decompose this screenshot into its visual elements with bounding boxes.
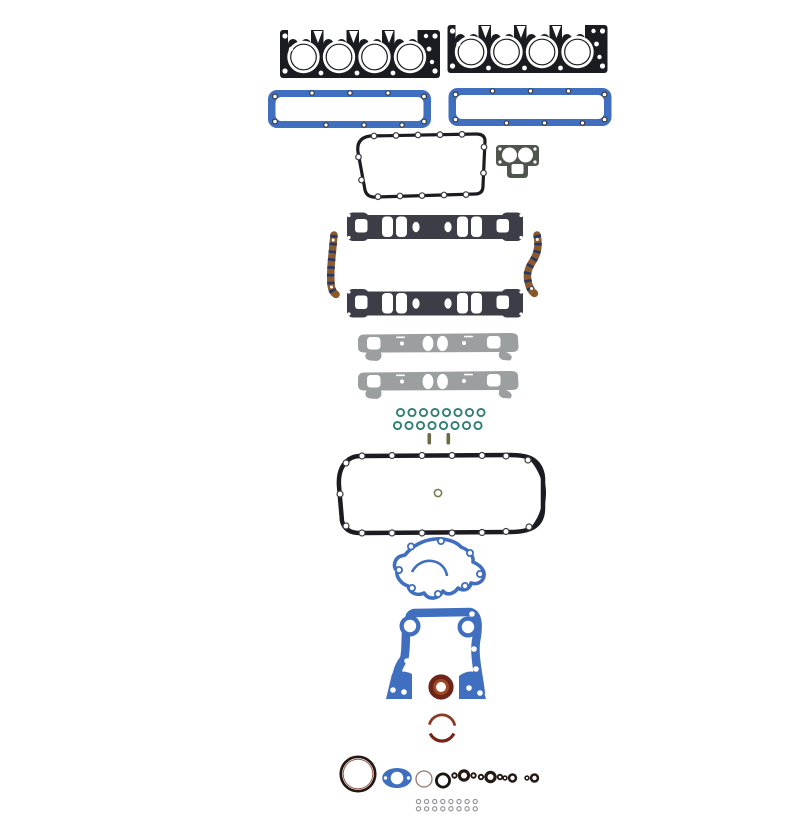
two-ear-port-gasket-a: Two-ear water port gasket A bbox=[451, 769, 477, 782]
gasket-kit-product-image: Cylinder head gasket — left bank Cylinde… bbox=[40, 16, 800, 816]
crankshaft-front-seal: Timing cover / crankshaft front seal bbox=[428, 674, 454, 700]
product-image-canvas: Cylinder head gasket — left bank Cylinde… bbox=[267, 24, 613, 812]
intake-end-seal-right: Intake manifold end seal — right (cork/r… bbox=[523, 231, 542, 298]
exhaust-manifold-gasket-lower: Exhaust manifold gasket — lower bbox=[358, 371, 519, 399]
one-ear-port-gasket-a: One-ear port gasket A bbox=[502, 773, 518, 783]
water-outlet-gasket: T-shaped water outlet / thermostat housi… bbox=[496, 145, 539, 178]
water-pump-gasket: Water pump gasket (blue) bbox=[392, 537, 486, 600]
valve-cover-gasket-right: Valve cover gasket — right (blue) bbox=[447, 87, 613, 127]
front-cover-gasket: Rectangular cover gasket with bolt holes bbox=[355, 130, 488, 201]
timing-cover-gasket: Timing cover gasket (blue) bbox=[386, 607, 486, 699]
intake-manifold-gasket-lower: Intake manifold gasket — lower bbox=[347, 289, 523, 318]
intake-manifold-gasket-upper: Intake manifold gasket — upper bbox=[347, 212, 523, 241]
rear-main-seal: Rear main seal — split ring bbox=[428, 713, 457, 743]
intake-end-seal-left: Intake manifold end seal — left (cork/ru… bbox=[327, 231, 340, 299]
thermostat-housing-gasket: Oval thermostat gasket (blue) bbox=[382, 768, 412, 788]
valve-cover-gasket-left: Valve cover gasket — left (blue) bbox=[267, 89, 432, 129]
small-o-ring: Small o-ring bbox=[434, 772, 451, 789]
oil-pan-o-ring: Small center o-ring bbox=[433, 488, 443, 498]
cylinder-head-gasket-left: Cylinder head gasket — left bank bbox=[279, 29, 441, 79]
washer-set: Small sealing washers bbox=[415, 798, 478, 812]
dowel-pin-pair: Dowel pins bbox=[427, 433, 451, 445]
two-ear-port-gasket-b: Two-ear water port gasket B bbox=[477, 770, 504, 784]
exhaust-manifold-gasket-upper: Exhaust manifold gasket — upper bbox=[358, 333, 519, 361]
cylinder-head-gasket-right: Cylinder head gasket — right bank bbox=[446, 24, 609, 74]
one-ear-port-gasket-b: One-ear port gasket B bbox=[524, 773, 540, 783]
valve-stem-seal-set: Valve stem seals (teal) bbox=[392, 407, 486, 431]
thin-metal-ring: Thin ring gasket bbox=[415, 770, 433, 788]
large-o-ring: Large o-ring bbox=[339, 755, 377, 793]
oil-pan-gasket: Oil pan gasket (one-piece) bbox=[336, 451, 547, 537]
